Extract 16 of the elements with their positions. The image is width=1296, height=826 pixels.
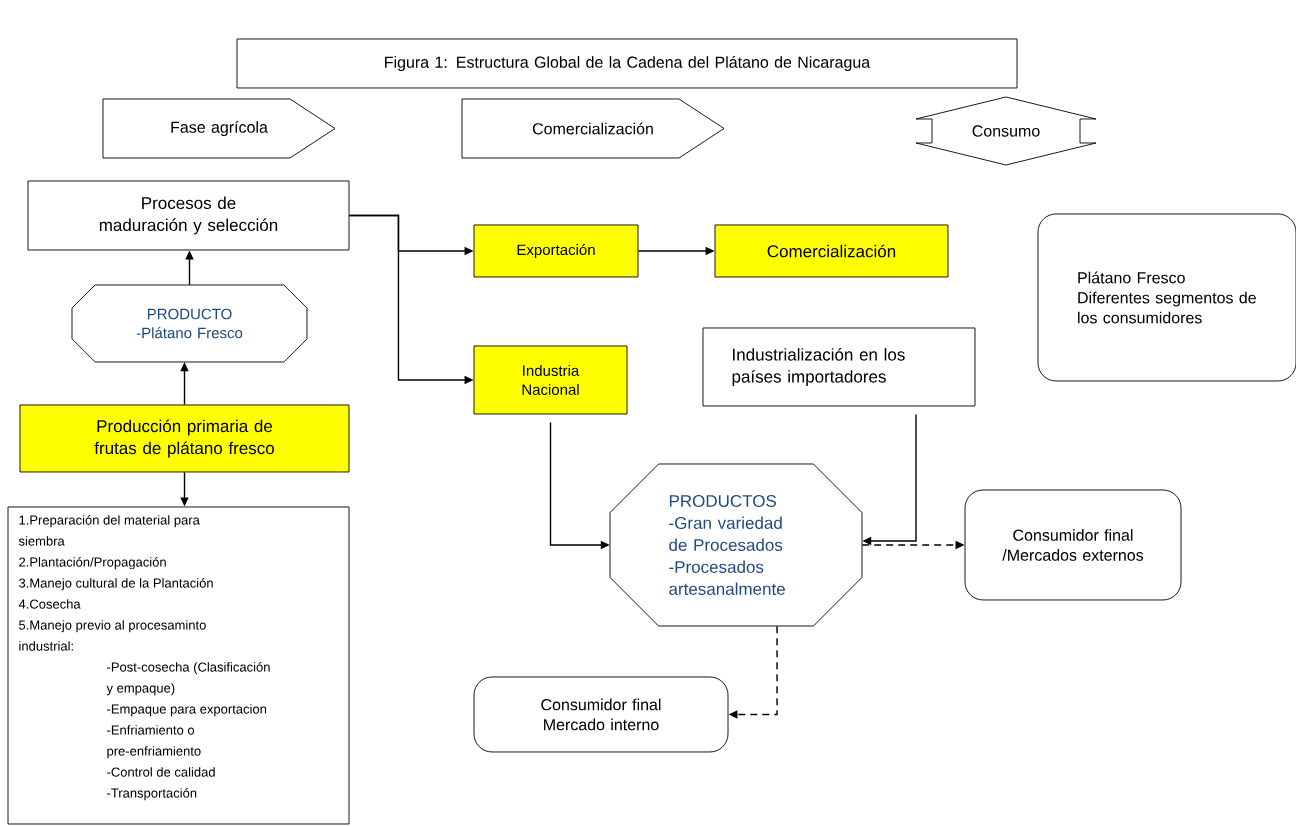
product-octagon: PRODUCTO -Plátano Fresco — [71, 284, 308, 363]
phase-banner: Comercialización — [461, 98, 725, 159]
phase-banner: Fase agrícola — [102, 98, 336, 159]
process-box: Procesos de maduración y selección — [27, 180, 350, 251]
consumer-box: Consumidor final Mercado interno — [473, 676, 729, 753]
title-box: Figura 1: Estructura Global de la Cadena del Plátano de Nicaragua — [236, 38, 1018, 89]
consumer-box: Plátano Fresco Diferentes segmentos de los consumidores — [1037, 213, 1296, 382]
activity-list-box: 1.Preparación del material para siembra 2.Plantación/Propagación 3.Manejo cultural de la Plantación 4.Cosecha 5.Manejo previo al procesaminto industrial: -Post-cosecha (Clasificación y empaque) -Empaque para exportacion -Enfriamiento o pre-enfriamiento -Control de calidad -Transportación — [7, 506, 350, 825]
products-octagon: PRODUCTOS -Gran variedad de Procesados -Procesados artesanalmente — [609, 463, 863, 627]
consumer-box: Consumidor final /Mercados externos — [964, 489, 1182, 601]
process-box: Industrialización en los países importadores — [702, 327, 976, 407]
process-box: Exportación — [473, 224, 639, 278]
process-box: Producción primaria de frutas de plátano fresco — [19, 404, 350, 473]
phase-banner: Consumo — [915, 96, 1097, 166]
process-box: Comercialización — [714, 224, 949, 278]
process-box: Industria Nacional — [473, 345, 628, 415]
